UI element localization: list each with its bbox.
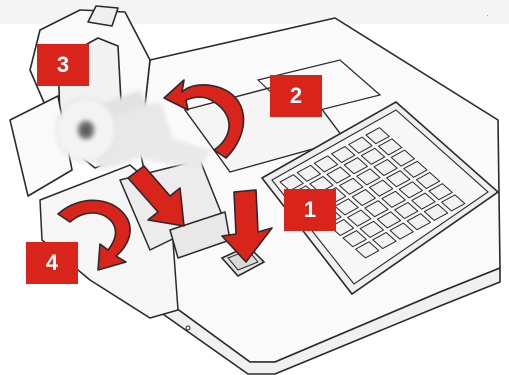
step-badge-2: 2 bbox=[270, 75, 322, 117]
step-label-2: 2 bbox=[290, 83, 302, 109]
step-label-4: 4 bbox=[46, 250, 58, 276]
corner-mark: · bbox=[486, 10, 489, 20]
step-badge-1: 1 bbox=[284, 189, 336, 231]
step-badge-4: 4 bbox=[26, 242, 78, 284]
step-label-1: 1 bbox=[304, 197, 316, 223]
step-label-3: 3 bbox=[57, 52, 69, 78]
step-badge-3: 3 bbox=[37, 44, 89, 86]
